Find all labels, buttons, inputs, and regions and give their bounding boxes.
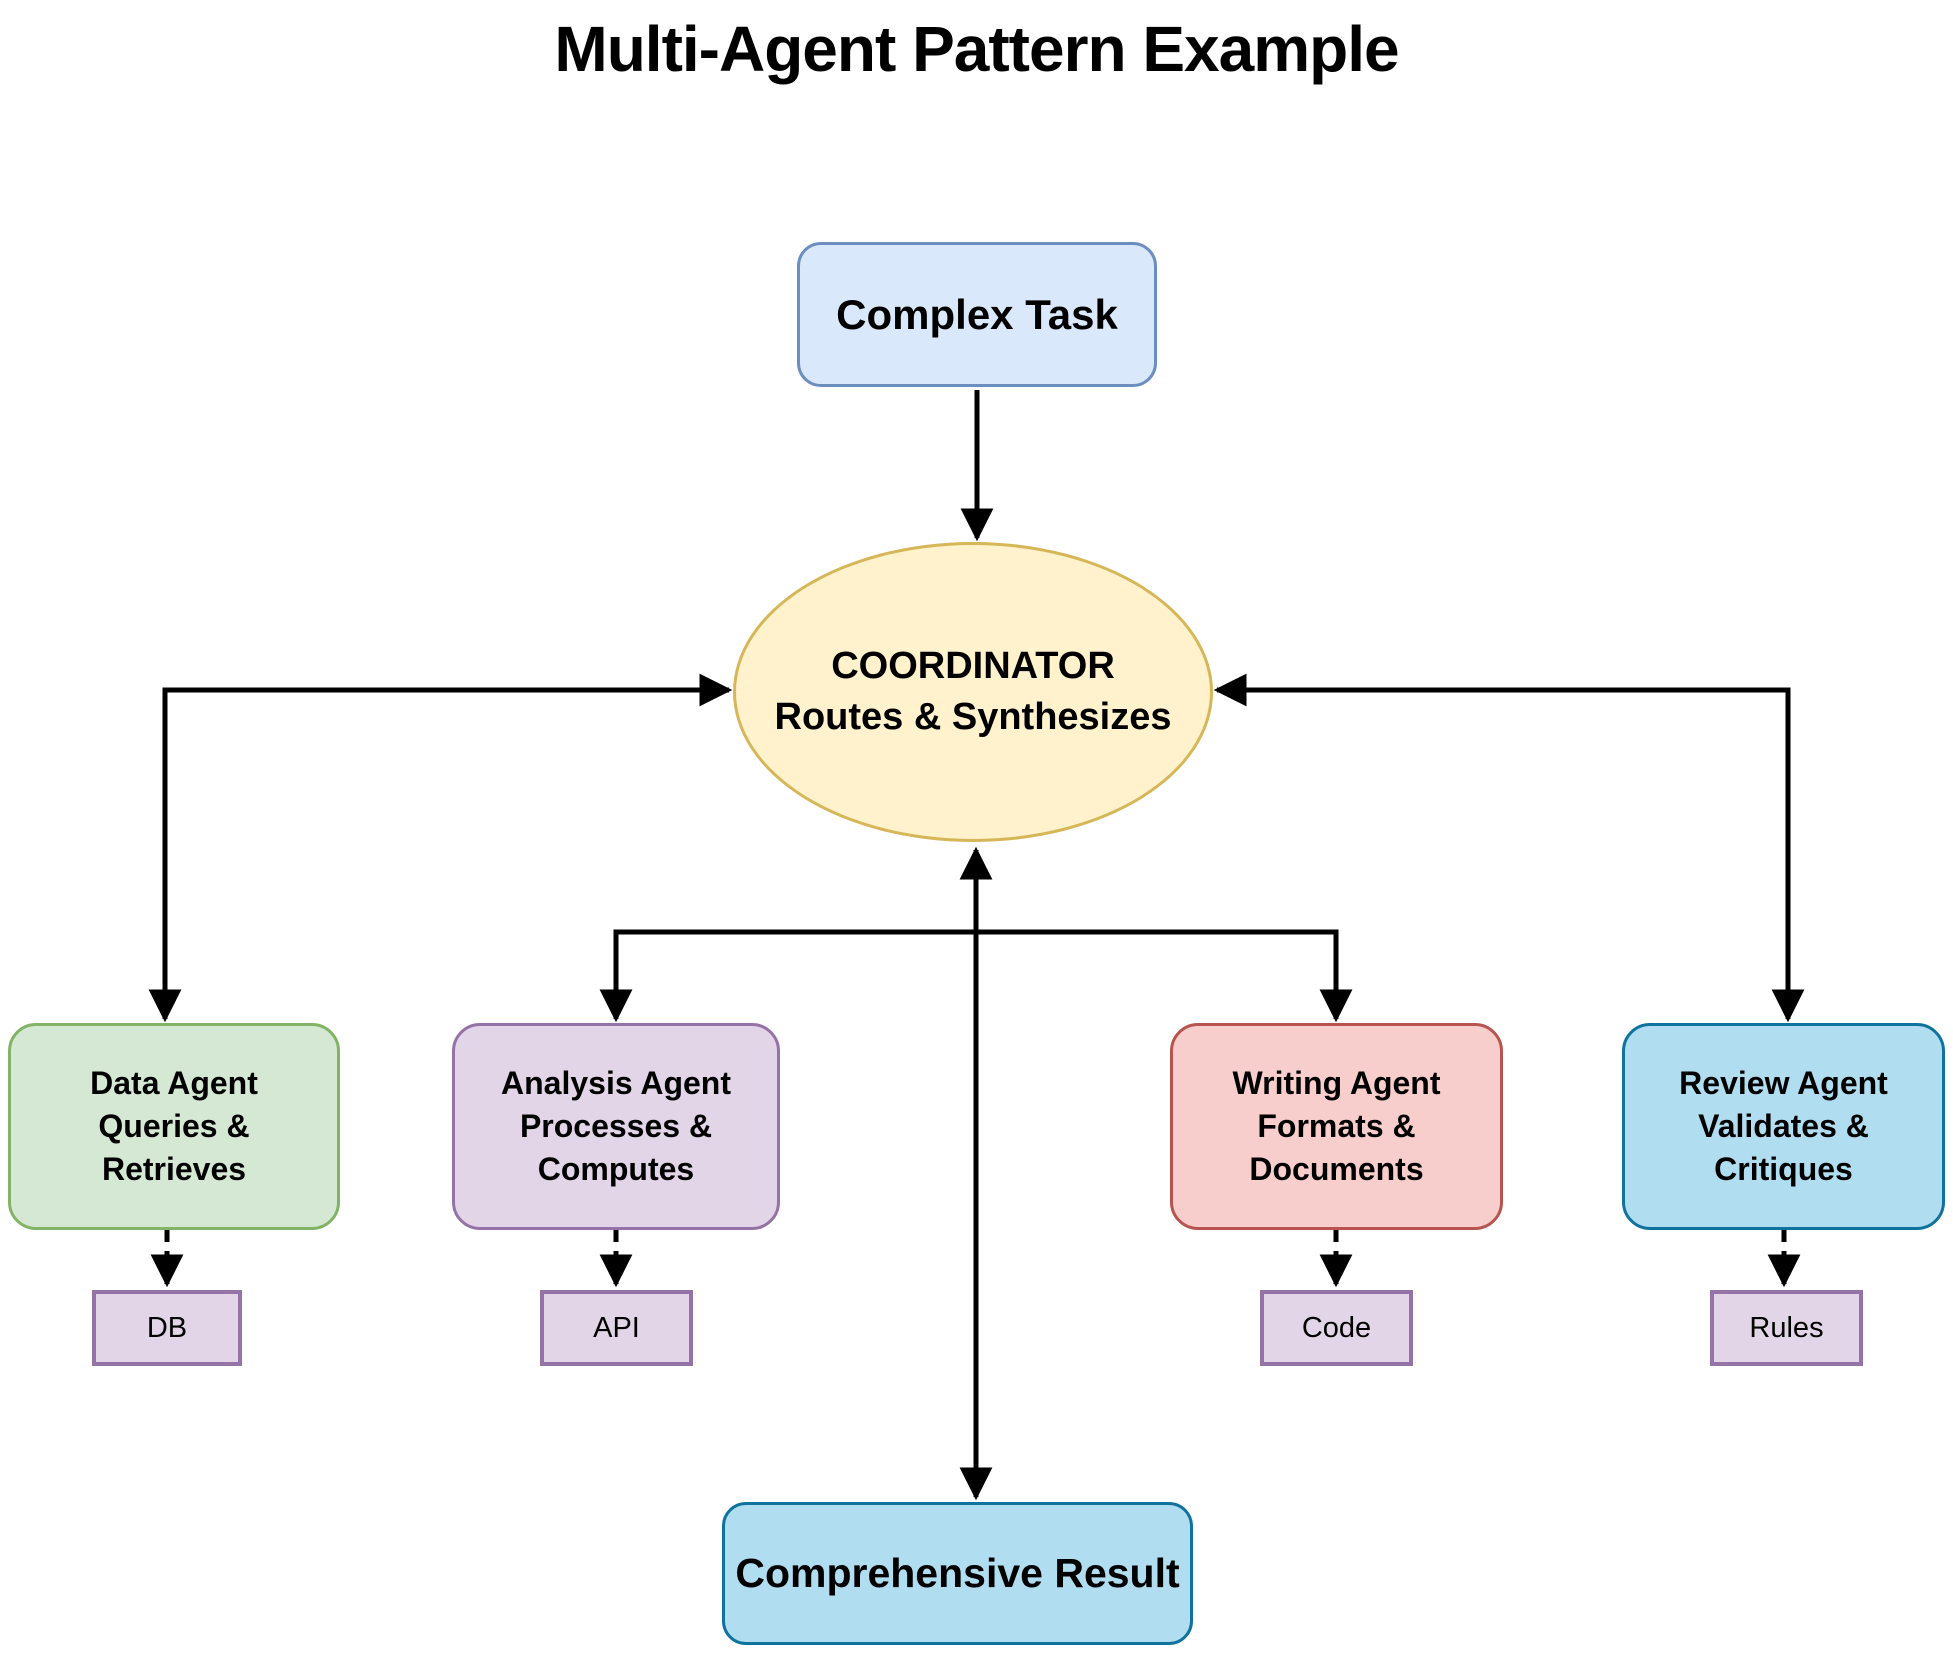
analysis-agent-label-line3: Computes xyxy=(537,1151,695,1187)
review-agent-label-line3: Critiques xyxy=(1714,1151,1853,1187)
node-writing-agent: Writing Agent Formats & Documents xyxy=(1170,1023,1503,1230)
diagram-title: Multi-Agent Pattern Example xyxy=(554,13,1399,85)
connector-coordinator-to-analysis-writing xyxy=(599,929,1353,1023)
coordinator-label-line2: Routes & Synthesizes xyxy=(774,696,1172,738)
coordinator-label-line1: COORDINATOR xyxy=(831,645,1115,687)
code-store-label: Code xyxy=(1301,1311,1372,1344)
node-data-agent: Data Agent Queries & Retrieves xyxy=(8,1023,340,1230)
review-agent-label-line1: Review Agent xyxy=(1679,1065,1888,1101)
writing-agent-label-line3: Documents xyxy=(1249,1151,1424,1187)
writing-agent-label-line1: Writing Agent xyxy=(1232,1065,1441,1101)
writing-agent-label-line2: Formats & xyxy=(1257,1108,1416,1144)
db-store-label: DB xyxy=(146,1311,188,1344)
complex-task-label: Complex Task xyxy=(836,290,1118,338)
data-agent-label-line3: Retrieves xyxy=(101,1151,247,1187)
result-label: Comprehensive Result xyxy=(735,1550,1180,1597)
node-analysis-agent: Analysis Agent Processes & Computes xyxy=(452,1023,780,1230)
review-agent-label-line2: Validates & xyxy=(1698,1108,1869,1144)
connector-review-agent-coordinator xyxy=(1213,673,1805,1023)
rules-store-label: Rules xyxy=(1749,1311,1824,1344)
node-comprehensive-result: Comprehensive Result xyxy=(722,1502,1193,1645)
node-api-store: API xyxy=(540,1290,693,1366)
node-rules-store: Rules xyxy=(1710,1290,1863,1366)
node-review-agent: Review Agent Validates & Critiques xyxy=(1622,1023,1945,1230)
node-code-store: Code xyxy=(1260,1290,1413,1366)
analysis-agent-label-line2: Processes & xyxy=(519,1108,713,1144)
analysis-agent-label-line1: Analysis Agent xyxy=(501,1065,731,1101)
api-store-label: API xyxy=(593,1311,640,1344)
data-agent-label-line1: Data Agent xyxy=(90,1065,258,1101)
node-db-store: DB xyxy=(92,1290,242,1366)
connector-data-agent-coordinator xyxy=(148,673,733,1023)
data-agent-label-line2: Queries & xyxy=(98,1108,250,1144)
node-complex-task: Complex Task xyxy=(797,242,1157,387)
node-coordinator: COORDINATOR Routes & Synthesizes xyxy=(733,542,1213,842)
